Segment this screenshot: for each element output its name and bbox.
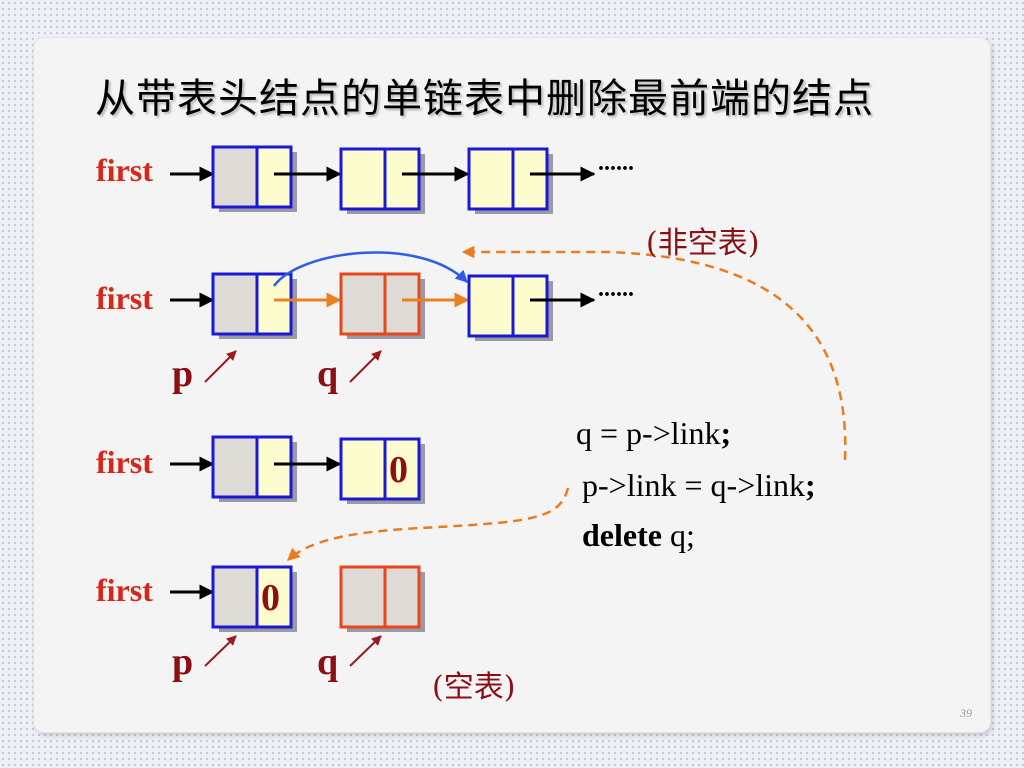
row2-q-arrow bbox=[349, 350, 382, 383]
row4-null-value: 0 bbox=[261, 577, 280, 619]
row1-first-label: first bbox=[96, 152, 153, 188]
row4-first-label: first bbox=[96, 572, 153, 608]
row4-p-label: p bbox=[172, 641, 194, 683]
row4-q-label: q bbox=[317, 641, 339, 683]
row1-node-3 bbox=[467, 147, 553, 214]
row2-q-label: q bbox=[317, 353, 339, 395]
row2-p-arrow bbox=[204, 350, 237, 383]
row2-first-label: first bbox=[96, 280, 153, 316]
code-line-1-semicolon: ; bbox=[720, 415, 732, 451]
row2-list bbox=[170, 251, 596, 383]
row3-head-node bbox=[211, 435, 297, 502]
row3-first-label: first bbox=[96, 444, 153, 480]
code-line-3-keyword: delete bbox=[582, 517, 662, 553]
code-line-1: q = p->link; bbox=[576, 415, 731, 452]
row2-deleted-node bbox=[339, 272, 425, 339]
code-line-3-arg: q; bbox=[669, 517, 695, 553]
row1-list bbox=[170, 145, 596, 214]
row2-ellipsis: ...... bbox=[598, 276, 634, 302]
empty-dashed-arrow bbox=[287, 487, 570, 561]
row1-ellipsis: ...... bbox=[598, 150, 634, 176]
row1-head-node bbox=[211, 145, 297, 212]
nonempty-list-note: (非空表) bbox=[646, 226, 760, 261]
row4-deleted-node bbox=[339, 565, 425, 632]
row4-head-node bbox=[211, 565, 297, 632]
code-line-3: delete q; bbox=[582, 517, 695, 554]
row4-list bbox=[170, 565, 425, 667]
code-line-2-semicolon: ; bbox=[805, 467, 816, 503]
slide-title: 从带表头结点的单链表中删除最前端的结点 bbox=[95, 76, 874, 122]
page-number: 39 bbox=[960, 706, 972, 720]
row4-q-arrow bbox=[349, 635, 382, 667]
row1-node-2 bbox=[339, 147, 425, 214]
row3-list bbox=[170, 435, 425, 504]
row2-bypass-arrow bbox=[272, 251, 468, 287]
empty-list-note: (空表) bbox=[432, 670, 516, 705]
row2-node-3 bbox=[467, 274, 553, 341]
code-line-2-text: p->link = q->link bbox=[582, 467, 806, 503]
row4-p-arrow bbox=[204, 635, 237, 667]
nonempty-dashed-arrow bbox=[461, 245, 847, 461]
row2-p-label: p bbox=[172, 353, 194, 395]
code-line-2: p->link = q->link; bbox=[582, 467, 816, 504]
code-line-1-text: q = p->link bbox=[576, 415, 721, 451]
row3-last-node bbox=[339, 437, 425, 504]
row3-null-value: 0 bbox=[389, 449, 408, 491]
row2-head-node bbox=[211, 272, 297, 339]
